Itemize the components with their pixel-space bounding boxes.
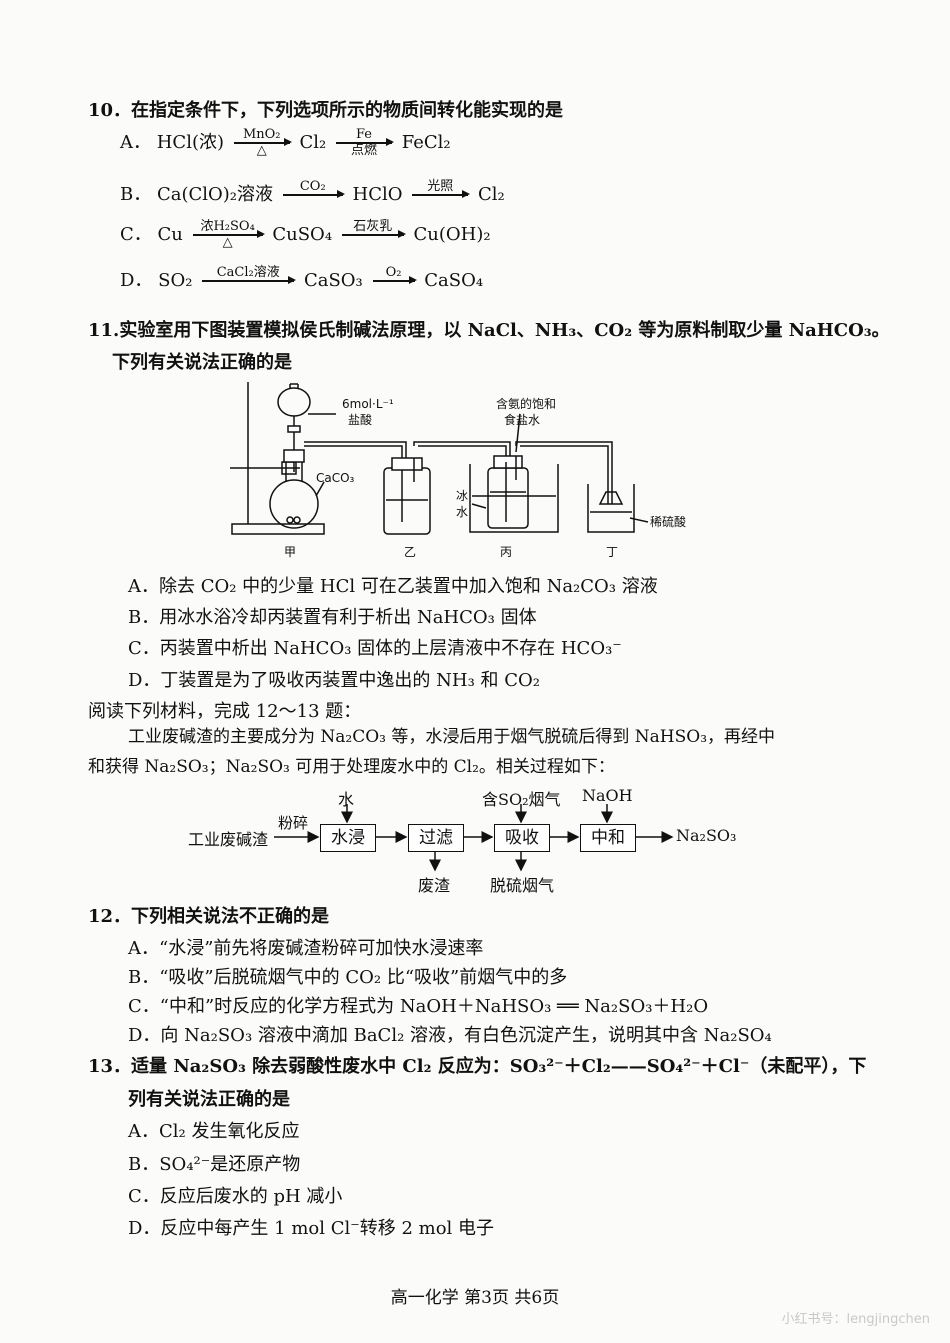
label-brine-line2: 食盐水 xyxy=(504,412,540,427)
arrow-condition: CaCl₂溶液 xyxy=(216,265,280,281)
label-jia: 甲 xyxy=(284,545,296,559)
flow-naoh: NaOH xyxy=(582,786,633,805)
product: FeCl₂ xyxy=(401,132,451,153)
intermediate: Cl₂ xyxy=(299,132,327,153)
arrow-condition: △ xyxy=(222,234,233,250)
label-bing: 丙 xyxy=(500,545,512,559)
q11-option-c: C．丙装置中析出 NaHCO₃ 固体的上层清液中不存在 HCO₃⁻ xyxy=(128,638,622,659)
material-paragraph-2: 和获得 Na₂SO₃；Na₂SO₃ 可用于处理废水中的 Cl₂。相关过程如下： xyxy=(88,757,615,777)
arrow-condition: MnO₂ xyxy=(242,127,281,143)
flow-step-absorb: 吸收 xyxy=(494,824,550,852)
flow-step-leach: 水浸 xyxy=(320,824,376,852)
absorption-beaker xyxy=(587,484,635,533)
arrow-condition: Fe xyxy=(355,127,372,143)
arrow-condition: 石灰乳 xyxy=(353,219,393,235)
separatory-funnel xyxy=(277,387,311,417)
q10-option-b: B． Ca(ClO)₂溶液 CO₂ HClO 光照 Cl₂ xyxy=(120,180,505,210)
q11-stem-cont: 下列有关说法正确的是 xyxy=(112,352,292,373)
q13-stem: 13．适量 Na₂SO₃ 除去弱酸性废水中 Cl₂ 反应为：SO₃²⁻＋Cl₂—… xyxy=(88,1056,867,1077)
arrow-condition: CO₂ xyxy=(299,179,326,195)
q13-option-c: C．反应后废水的 pH 减小 xyxy=(128,1186,343,1207)
flow-raw: 工业废碱渣 xyxy=(188,830,269,849)
q12-option-c: C．“中和”时反应的化学方程式为 NaOH＋NaHSO₃ ══ Na₂SO₃＋H… xyxy=(128,996,709,1017)
q12-stem: 12．下列相关说法不正确的是 xyxy=(88,906,330,927)
q12-option-d: D．向 Na₂SO₃ 溶液中滴加 BaCl₂ 溶液，有白色沉淀产生，说明其中含 … xyxy=(128,1025,772,1046)
q11-option-b: B．用冰水浴冷却丙装置有利于析出 NaHCO₃ 固体 xyxy=(128,607,537,628)
label-brine-line1: 含氨的饱和 xyxy=(496,396,556,411)
option-label: D． xyxy=(120,270,153,291)
flow-flue-gas: 脱硫烟气 xyxy=(490,876,555,895)
q11-option-d: D．丁装置是为了吸收丙装置中逸出的 NH₃ 和 CO₂ xyxy=(128,670,541,691)
page-footer: 高一化学 第3页 共6页 xyxy=(390,1288,560,1308)
option-label: B． xyxy=(120,184,152,205)
flow-step-filter: 过滤 xyxy=(408,824,464,852)
label-ice-2: 水 xyxy=(456,505,468,519)
flow-water: 水 xyxy=(338,790,355,809)
reactant: SO₂ xyxy=(158,270,193,291)
product: Cl₂ xyxy=(477,184,505,205)
q13-option-d: D．反应中每产生 1 mol Cl⁻转移 2 mol 电子 xyxy=(128,1218,495,1239)
label-ice-1: 冰 xyxy=(456,489,468,503)
q13-option-b: B．SO₄²⁻是还原产物 xyxy=(128,1154,301,1175)
reactant: Cu xyxy=(157,224,183,245)
flow-crush: 粉碎 xyxy=(278,814,309,832)
q13-stem-cont: 列有关说法正确的是 xyxy=(128,1089,290,1110)
intermediate: CuSO₄ xyxy=(272,224,333,245)
intermediate: HClO xyxy=(352,184,403,205)
material-paragraph-1: 工业废碱渣的主要成分为 Na₂CO₃ 等，水浸后用于烟气脱硫后得到 NaHSO₃… xyxy=(128,727,776,747)
washing-bottle xyxy=(383,467,431,535)
apparatus-diagram: 6mol·L⁻¹ 盐酸 CaCO₃ 含氨的饱和 食盐水 冰 水 稀硫酸 甲 乙 … xyxy=(230,382,686,559)
intermediate: CaSO₃ xyxy=(303,270,363,291)
watermark: 小红书号：lengjingchen xyxy=(781,1312,930,1327)
product: CaSO₄ xyxy=(424,270,484,291)
arrow-condition: 光照 xyxy=(427,179,454,195)
reaction-arrow: 石灰乳 xyxy=(341,219,406,250)
label-dilute-acid: 稀硫酸 xyxy=(650,514,686,529)
flow-arrows xyxy=(274,804,674,872)
q10-option-a: A． HCl(浓) MnO₂ △ Cl₂ Fe 点燃 FeCl₂ xyxy=(120,128,451,158)
label-yi: 乙 xyxy=(404,545,416,559)
ice-water-beaker xyxy=(469,464,559,533)
label-hcl: 盐酸 xyxy=(348,412,372,427)
reaction-arrow: 浓H₂SO₄ △ xyxy=(192,219,265,250)
flow-so2: 含SO₂烟气 xyxy=(482,790,561,809)
reactant: Ca(ClO)₂溶液 xyxy=(156,184,274,205)
q10-option-c: C． Cu 浓H₂SO₄ △ CuSO₄ 石灰乳 Cu(OH)₂ xyxy=(120,220,491,250)
reaction-arrow: O₂ xyxy=(372,265,417,296)
arrow-condition: 点燃 xyxy=(350,142,377,158)
reaction-arrow: 光照 xyxy=(412,179,471,210)
q12-option-b: B．“吸收”后脱硫烟气中的 CO₂ 比“吸收”前烟气中的多 xyxy=(128,967,568,988)
flow-waste: 废渣 xyxy=(418,876,451,895)
reaction-arrow: MnO₂ △ xyxy=(233,127,292,158)
label-hcl-conc: 6mol·L⁻¹ xyxy=(342,397,394,411)
option-label: A． xyxy=(120,132,151,153)
q11-option-a: A．除去 CO₂ 中的少量 HCl 可在乙装置中加入饱和 Na₂CO₃ 溶液 xyxy=(128,576,658,597)
flow-step-neutralize: 中和 xyxy=(580,824,636,852)
arrow-condition: O₂ xyxy=(385,265,402,281)
option-label: C． xyxy=(120,224,152,245)
q10-option-d: D． SO₂ CaCl₂溶液 CaSO₃ O₂ CaSO₄ xyxy=(120,266,483,296)
q12-option-a: A．“水浸”前先将废碱渣粉碎可加快水浸速率 xyxy=(128,938,484,959)
q11-stem: 11.实验室用下图装置模拟侯氏制碱法原理，以 NaCl、NH₃、CO₂ 等为原料… xyxy=(88,320,890,341)
arrow-condition: △ xyxy=(256,142,267,158)
product: Cu(OH)₂ xyxy=(413,224,491,245)
q10-stem: 10．在指定条件下，下列选项所示的物质间转化能实现的是 xyxy=(88,100,564,121)
reaction-arrow: CaCl₂溶液 xyxy=(202,265,297,296)
reaction-arrow: Fe 点燃 xyxy=(335,127,394,158)
reaction-bottle xyxy=(487,467,529,529)
stand-base xyxy=(231,523,325,535)
label-caco3: CaCO₃ xyxy=(316,471,355,485)
label-ding: 丁 xyxy=(606,545,618,559)
material-intro: 阅读下列材料，完成 12～13 题： xyxy=(88,701,362,722)
reactant: HCl(浓) xyxy=(156,132,225,153)
arrow-condition: 浓H₂SO₄ xyxy=(200,219,255,235)
round-flask xyxy=(269,479,319,529)
flow-product: Na₂SO₃ xyxy=(676,826,737,845)
q13-option-a: A．Cl₂ 发生氧化反应 xyxy=(128,1121,300,1142)
reaction-arrow: CO₂ xyxy=(282,179,345,210)
